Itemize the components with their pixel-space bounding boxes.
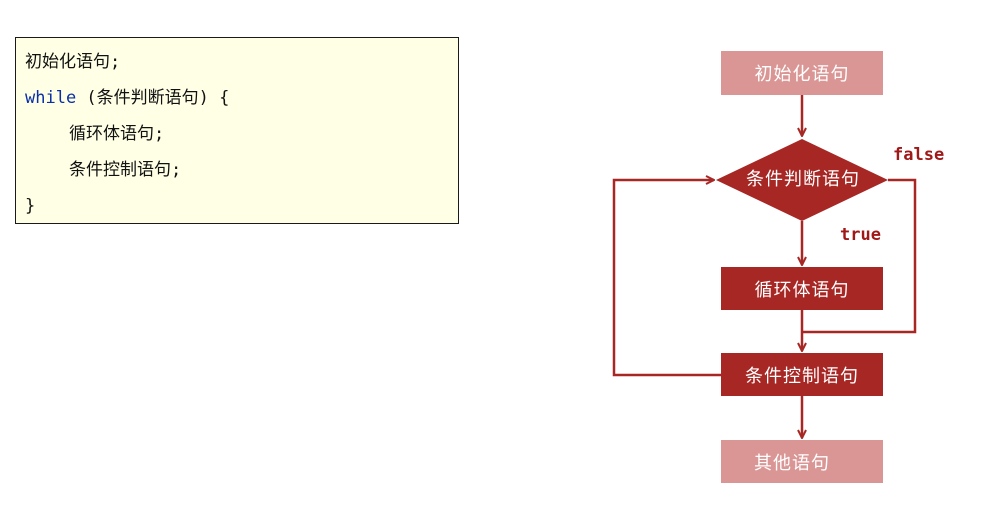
false-label: false (893, 145, 945, 165)
while-condition: (条件判断语句) { (76, 88, 230, 108)
arrow-false-branch (802, 178, 917, 334)
control-box-label: 条件控制语句 (745, 365, 859, 387)
other-box: 其他语句 (721, 440, 883, 483)
code-line-body: 循环体语句; (69, 124, 165, 144)
condition-label: 条件判断语句 (746, 169, 860, 190)
true-label: true (840, 225, 881, 245)
code-block: 初始化语句; while (条件判断语句) { 循环体语句; 条件控制语句; } (15, 37, 459, 224)
other-box-label: 其他语句 (754, 452, 830, 474)
code-line-init: 初始化语句; (25, 52, 121, 72)
condition-diamond (716, 139, 888, 221)
arrow-loop-back (612, 180, 721, 377)
code-line-close-brace: } (25, 196, 36, 216)
while-keyword: while (25, 88, 77, 108)
control-box: 条件控制语句 (721, 353, 883, 396)
code-line-while: while (条件判断语句) { (25, 80, 458, 116)
init-box-label: 初始化语句 (754, 64, 850, 85)
body-box-label: 循环体语句 (754, 279, 850, 301)
code-line-control: 条件控制语句; (69, 160, 182, 180)
body-box: 循环体语句 (721, 267, 883, 310)
init-box: 初始化语句 (721, 51, 883, 95)
